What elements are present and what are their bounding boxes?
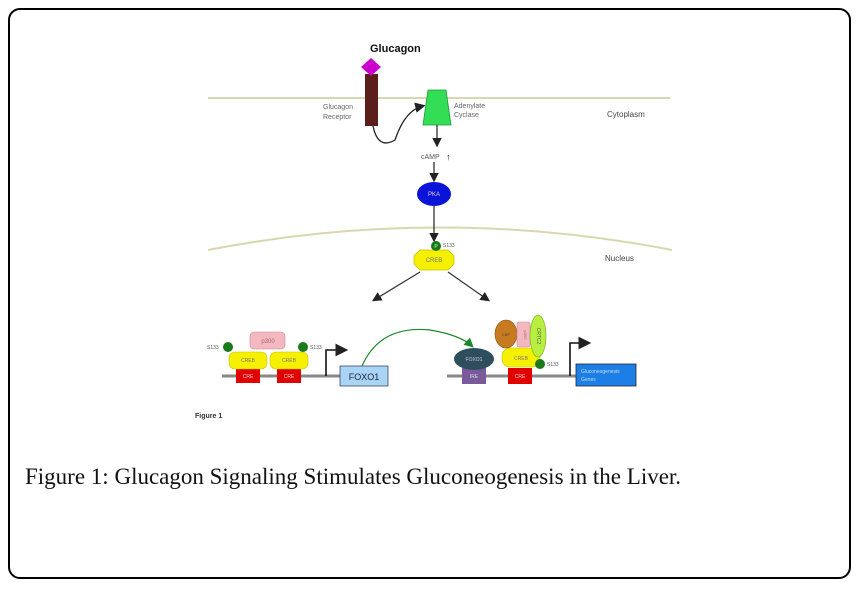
creb-to-right-arrow xyxy=(447,271,490,302)
left-creb-2-label: CREB xyxy=(282,358,297,364)
nuclear-envelope xyxy=(207,226,673,251)
left-creb-1-label: CREB xyxy=(241,358,256,364)
right-creb-label: CREB xyxy=(514,356,529,362)
phospho-right xyxy=(535,359,545,369)
receptor-label-2: Receptor xyxy=(323,114,352,121)
foxo1-protein xyxy=(454,348,494,370)
cre-element-right xyxy=(508,368,532,384)
receptor-label-1: Glucagon xyxy=(323,104,353,111)
target-gene-label-2: Genes xyxy=(581,377,596,383)
s133-label: S133 xyxy=(443,243,455,249)
phospho-left-1 xyxy=(223,342,233,352)
cyclase-label-1: Adenylate xyxy=(454,103,485,110)
crtc2 xyxy=(529,314,547,358)
p300-label: p300 xyxy=(261,339,275,345)
creb-top-label: CREB xyxy=(426,258,443,264)
phospho-label: P xyxy=(434,244,438,250)
p300-right-label: p300 xyxy=(523,331,528,341)
foxo1-gene xyxy=(339,365,389,387)
cre-right-label: CRE xyxy=(515,374,526,380)
foxo1-transcription-arrow xyxy=(325,343,349,376)
s133-left-2: S133 xyxy=(310,345,322,351)
creb-to-left-arrow xyxy=(371,271,421,302)
camp-up-arrow-icon: ↑ xyxy=(446,152,451,162)
foxo1-protein-label: FOXO1 xyxy=(466,357,483,363)
adenylate-cyclase xyxy=(422,89,452,126)
p300-left xyxy=(249,331,286,350)
creb-left-1 xyxy=(228,351,268,370)
pka-label: PKA xyxy=(428,192,440,198)
glucagon-receptor xyxy=(365,74,378,126)
creb-phosphorylated xyxy=(413,249,455,271)
cbp-label: CBP xyxy=(502,332,511,337)
cytoplasm-label: Cytoplasm xyxy=(607,110,645,119)
caption-text: Glucagon Signaling Stimulates Gluconeoge… xyxy=(108,464,682,489)
target-gene-label-1: Gluconeogenesis xyxy=(581,369,620,375)
s133-left-1: S133 xyxy=(207,345,219,351)
glucagon-ligand xyxy=(361,58,381,76)
creb-right xyxy=(501,347,541,368)
foxo1-gene-label: FOXO1 xyxy=(349,372,380,382)
cre-1-label: CRE xyxy=(243,374,254,380)
foxo1-to-ire-arrow xyxy=(361,328,474,367)
phospho-left-2 xyxy=(298,342,308,352)
caption-label: Figure 1: xyxy=(25,464,109,489)
glucagon-label: Glucagon xyxy=(370,43,421,55)
cre-element-2 xyxy=(277,369,301,383)
creb-left-2 xyxy=(269,351,309,370)
camp-label: cAMP xyxy=(421,154,440,161)
ire-element xyxy=(462,368,486,384)
phospho-group xyxy=(431,241,441,251)
pka xyxy=(417,182,451,206)
figure-caption: Figure 1: Glucagon Signaling Stimulates … xyxy=(25,460,841,494)
cre-2-label: CRE xyxy=(284,374,295,380)
crtc2-label: CRTC2 xyxy=(535,328,541,345)
nucleus-label: Nucleus xyxy=(605,254,634,263)
cre-element-1 xyxy=(236,369,260,383)
target-transcription-arrow xyxy=(569,336,592,376)
gluconeogenesis-genes xyxy=(575,363,637,387)
cyclase-label-2: Cyclase xyxy=(454,112,479,119)
inner-figure-label: Figure 1 xyxy=(195,413,222,420)
ire-label: IRE xyxy=(470,374,479,380)
s133-right: S133 xyxy=(547,362,559,368)
receptor-to-cyclase-arrow xyxy=(372,102,426,144)
